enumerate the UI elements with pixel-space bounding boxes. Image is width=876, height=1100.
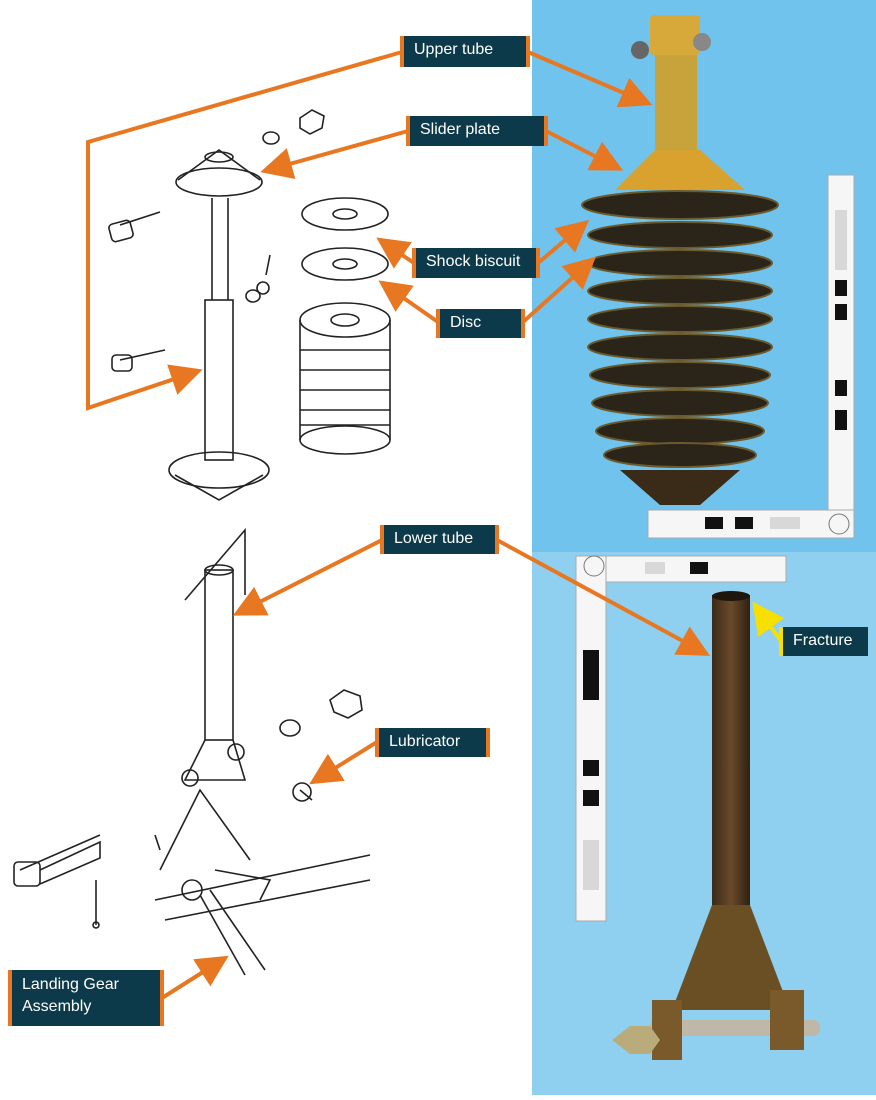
label-fracture: Fracture: [779, 627, 868, 656]
label-slider-plate: Slider plate: [406, 116, 548, 146]
photo-upper: [532, 0, 876, 552]
leader-lubricator: [309, 740, 379, 785]
leader-lower-tube-right: [496, 538, 711, 656]
leader-shock-biscuit-right: [536, 219, 590, 265]
label-upper-tube: Upper tube: [400, 36, 530, 67]
label-landing-gear-assembly: Landing Gear Assembly: [8, 970, 164, 1026]
leader-upper-tube-right: [527, 50, 653, 108]
leader-disc-left: [378, 280, 440, 324]
leader-lower-tube-left: [232, 538, 383, 616]
leader-slider-plate-left: [260, 129, 409, 179]
leader-landing-gear: [160, 955, 229, 1000]
label-lower-tube: Lower tube: [380, 525, 499, 554]
leader-fracture: [752, 601, 785, 643]
label-disc: Disc: [436, 309, 525, 338]
exploded-view: [13, 109, 391, 976]
leader-disc-right: [521, 256, 596, 324]
label-lubricator: Lubricator: [375, 728, 490, 757]
leader-shock-biscuit-left: [376, 237, 416, 269]
label-shock-biscuit: Shock biscuit: [412, 248, 540, 278]
leader-slider-plate-right: [545, 129, 624, 171]
leader-lines: [86, 50, 711, 1000]
leader-upper-tube-left: [86, 50, 403, 411]
